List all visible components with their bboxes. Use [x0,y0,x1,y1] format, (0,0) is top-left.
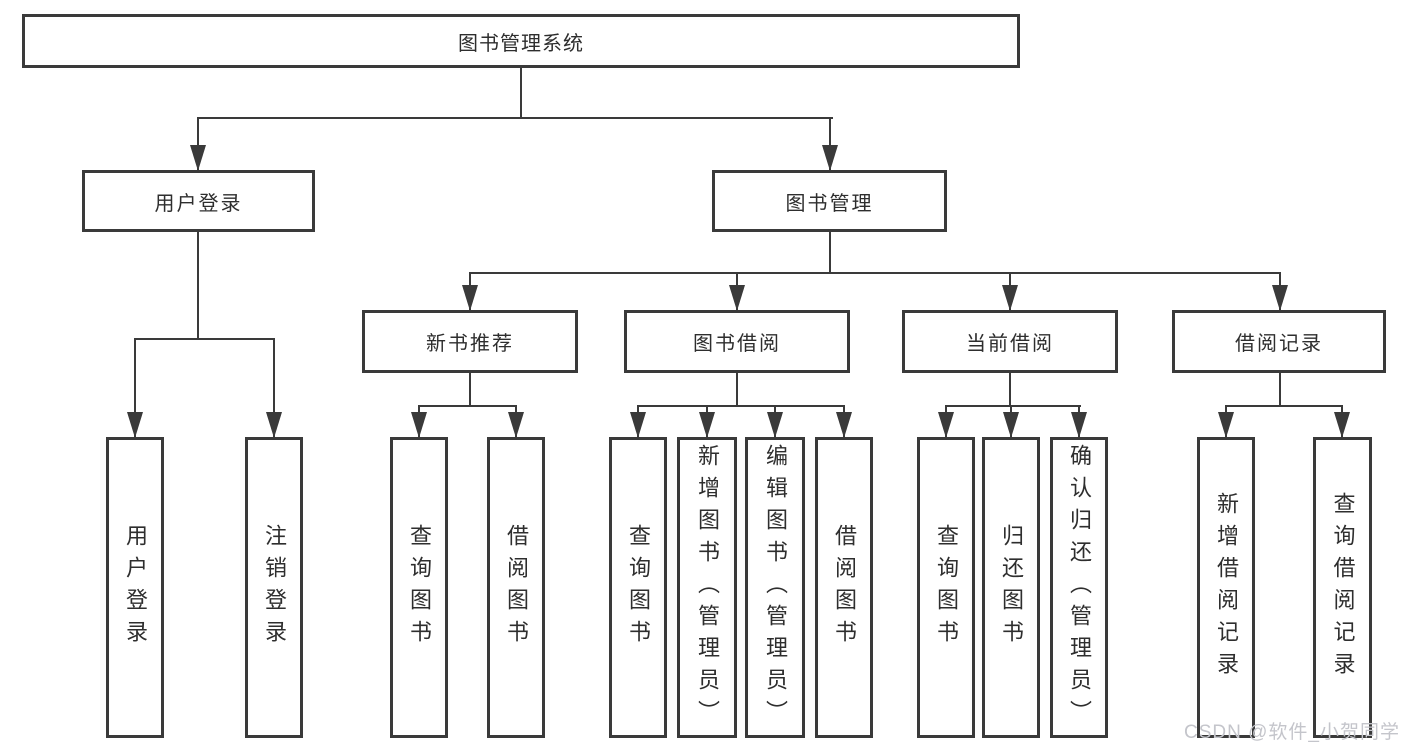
leaf-nb-query-books: 查询图书 [390,437,448,738]
leaf-label: 用户登录 [123,523,148,652]
leaf-label: 编辑图书（管理员） [763,443,788,732]
leaf-label: 确认归还（管理员） [1067,443,1092,732]
csdn-watermark: CSDN @软件_小贺同学 [1184,722,1400,743]
arrowhead-down-icon [1218,412,1234,438]
leaf-bb-borrow-books: 借阅图书 [815,437,873,738]
connector-line [1009,373,1011,407]
node-user-login: 用户登录 [82,170,315,232]
leaf-br-add-record: 新增借阅记录 [1197,437,1255,738]
connector-line [469,373,471,407]
arrowhead-down-icon [1334,412,1350,438]
arrowhead-down-icon [767,412,783,438]
leaf-bb-query-books: 查询图书 [609,437,667,738]
leaf-label: 归还图书 [999,523,1024,652]
connector-line [197,117,833,119]
arrowhead-down-icon [822,145,838,171]
arrowhead-down-icon [190,145,206,171]
arrowhead-down-icon [508,412,524,438]
node-new-book-recommend: 新书推荐 [362,310,578,373]
arrowhead-down-icon [1002,285,1018,311]
connector-line [736,373,738,407]
connector-line [829,232,831,274]
node-new-book-recommend-label: 新书推荐 [426,333,514,355]
leaf-logout: 注销登录 [245,437,303,738]
leaf-label: 新增借阅记录 [1214,491,1239,684]
connector-line [197,232,199,340]
arrowhead-down-icon [411,412,427,438]
leaf-label: 查询图书 [934,523,959,652]
leaf-cb-confirm-return-admin: 确认归还（管理员） [1050,437,1108,738]
connector-line [520,68,522,119]
connector-line [469,272,1281,274]
arrowhead-down-icon [127,412,143,438]
leaf-cb-return-books: 归还图书 [982,437,1040,738]
leaf-label: 查询借阅记录 [1330,491,1356,684]
leaf-cb-query-books: 查询图书 [917,437,975,738]
node-book-borrow-label: 图书借阅 [693,333,781,355]
connector-line [1225,405,1343,407]
leaf-label: 新增图书（管理员） [695,443,720,732]
leaf-nb-borrow-books: 借阅图书 [487,437,545,738]
node-current-borrow: 当前借阅 [902,310,1118,373]
node-borrow-records: 借阅记录 [1172,310,1386,373]
connector-line [273,340,275,439]
arrowhead-down-icon [729,285,745,311]
leaf-user-login: 用户登录 [106,437,164,738]
connector-line [945,405,1081,407]
connector-line [134,340,136,439]
node-book-borrow: 图书借阅 [624,310,850,373]
node-root: 图书管理系统 [22,14,1020,68]
arrowhead-down-icon [1003,412,1019,438]
arrowhead-down-icon [462,285,478,311]
node-current-borrow-label: 当前借阅 [966,333,1054,355]
leaf-label: 查询图书 [407,523,432,652]
node-user-login-label: 用户登录 [154,192,243,215]
arrowhead-down-icon [630,412,646,438]
node-borrow-records-label: 借阅记录 [1235,333,1323,355]
leaf-br-query-record: 查询借阅记录 [1313,437,1372,738]
leaf-label: 查询图书 [626,523,651,652]
arrowhead-down-icon [1272,285,1288,311]
node-book-management: 图书管理 [712,170,947,232]
connector-line [418,405,517,407]
arrowhead-down-icon [836,412,852,438]
leaf-bb-add-books-admin: 新增图书（管理员） [677,437,737,738]
arrowhead-down-icon [699,412,715,438]
leaf-label: 注销登录 [262,523,287,652]
arrowhead-down-icon [266,412,282,438]
leaf-label: 借阅图书 [504,523,529,652]
arrowhead-down-icon [1071,412,1087,438]
leaf-label: 借阅图书 [832,523,857,652]
node-book-management-label: 图书管理 [785,192,874,215]
leaf-bb-edit-books-admin: 编辑图书（管理员） [745,437,805,738]
connector-line [134,338,275,340]
connector-line [637,405,845,407]
node-root-label: 图书管理系统 [458,32,584,55]
arrowhead-down-icon [938,412,954,438]
connector-line [1279,373,1281,407]
